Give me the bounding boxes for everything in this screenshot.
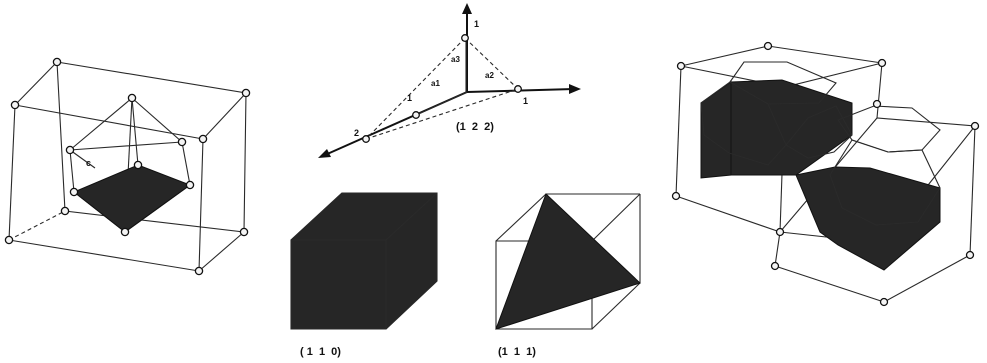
atom: [965, 250, 975, 260]
cube-edge: [14, 61, 58, 106]
atom: [127, 93, 137, 103]
truncated-octahedron-hexagon: [785, 105, 853, 159]
cube-edge: [591, 193, 641, 242]
a3-label: a3: [451, 55, 460, 64]
plane-trace: [464, 37, 519, 90]
cube-edge: [8, 104, 16, 241]
z-tick-label: 1: [474, 19, 479, 29]
plane-110-cube: ( 1 1 0): [290, 192, 438, 358]
cube-edge: [675, 195, 781, 233]
cube-edge: [774, 265, 885, 303]
cube-edge: [591, 282, 641, 330]
atom: [60, 206, 70, 216]
atom: [671, 191, 681, 201]
cube-edge: [198, 231, 245, 272]
atom: [239, 227, 249, 237]
atom: [775, 227, 785, 237]
atom: [177, 137, 187, 147]
octahedron-edge: [69, 141, 183, 151]
cube-hidden-edge: [8, 210, 66, 241]
cube-edge: [290, 192, 343, 241]
y-tick-label: 1: [523, 96, 528, 106]
y-axis-arrowhead: [569, 84, 581, 94]
plane-110-label: ( 1 1 0): [300, 346, 341, 358]
x-tick-label: 2: [354, 128, 359, 138]
octahedron-edge: [181, 141, 191, 186]
atom: [461, 34, 469, 42]
plane-trace: [365, 88, 519, 140]
atom: [879, 297, 889, 307]
octahedron-edge: [69, 149, 75, 193]
octahedron-edge: [69, 97, 133, 151]
lattice-vector-label: c: [86, 158, 91, 168]
atom: [362, 135, 370, 143]
atom: [4, 235, 14, 245]
truncated-octahedron-side: [730, 79, 853, 176]
atom: [69, 187, 79, 197]
atom: [133, 160, 143, 170]
plane-111-label: (1 1 1): [498, 346, 536, 358]
a2-label: a2: [485, 71, 494, 80]
truncated-octahedron-hexagon: [700, 81, 787, 166]
miller-axes-diagram: 1 1 2 a3 a2 a1 1 (1 2 2): [318, 3, 581, 158]
atom: [241, 88, 251, 98]
atom: [877, 58, 887, 68]
lattice-vector-a1: [415, 91, 468, 116]
atom: [412, 111, 420, 119]
lattice-vector: [69, 149, 96, 169]
atom: [770, 261, 780, 271]
truncated-octahedron-side: [700, 81, 732, 179]
truncated-octahedron-hexagon: [829, 139, 941, 226]
x-axis-arrowhead: [318, 149, 331, 158]
cube-edge: [969, 125, 976, 256]
atom: [185, 180, 195, 190]
atom: [970, 121, 980, 131]
plane-122-label: (1 2 2): [456, 121, 494, 133]
cube-edge: [198, 138, 204, 272]
cube-edge: [8, 239, 200, 272]
truncated-octahedron-side: [795, 166, 941, 271]
cube-edge: [202, 92, 247, 140]
atom: [763, 41, 773, 51]
truncated-octahedra-diagram: [671, 41, 980, 307]
cube-edge: [495, 193, 547, 242]
atom: [65, 145, 75, 155]
plane-111-face: [495, 193, 641, 330]
atom: [514, 85, 522, 93]
octahedron-cube-diagram: c: [4, 57, 251, 276]
atom: [872, 99, 882, 109]
cube-edge: [876, 62, 883, 119]
atom: [676, 61, 686, 71]
cube-edge: [675, 65, 682, 197]
octahedron-shaded-face: [73, 164, 192, 233]
cube-edge: [883, 254, 971, 303]
a1-label: a1: [431, 79, 440, 88]
octahedron-edge: [131, 97, 183, 143]
plane-111-cube: (1 1 1): [495, 193, 641, 358]
plane-trace: [365, 37, 466, 140]
cube-edge: [14, 104, 204, 140]
cube-edge: [385, 280, 438, 330]
atom: [194, 266, 204, 276]
atom: [52, 57, 62, 67]
atom: [198, 134, 208, 144]
cube-edge: [385, 192, 438, 241]
cube-edge: [774, 231, 781, 267]
octahedron-edge: [131, 97, 139, 166]
atom: [120, 227, 130, 237]
atom: [10, 100, 20, 110]
z-axis-arrowhead: [462, 3, 472, 14]
a1-tick-label: 1: [407, 93, 412, 103]
